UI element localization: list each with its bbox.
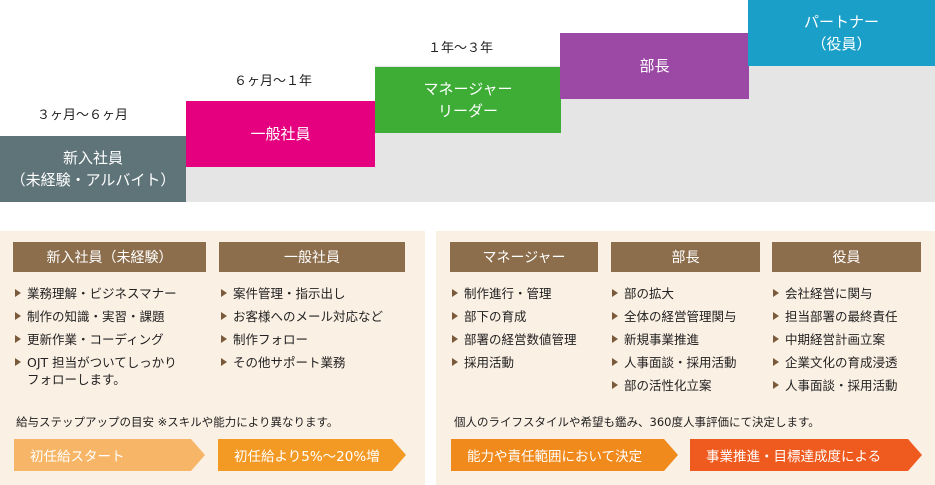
step-new-employee: 新入社員 （未経験・アルバイト） [0, 136, 186, 202]
list-item: OJT 担当がついてしっかり フォローします。 [13, 354, 213, 388]
salary-note-left: 給与ステップアップの目安 ※スキルや能力により異なります。 [16, 415, 339, 429]
column-title-executive: 役員 [772, 242, 921, 272]
salary-arrow-increase: 初任給より5%〜20%増 [218, 439, 406, 471]
column-title-new-employee: 新入社員（未経験） [13, 242, 206, 272]
period-label-1: ３ヶ月〜６ヶ月 [37, 108, 129, 123]
column-title-general-employee: 一般社員 [219, 242, 405, 272]
list-item: 部下の育成 [450, 308, 610, 325]
step-manager-leader: マネージャー リーダー [375, 67, 561, 133]
salary-arrow-starting: 初任給スタート [14, 439, 205, 471]
list-general-employee: 案件管理・指示出し お客様へのメール対応など 制作フォロー その他サポート業務 [219, 285, 419, 377]
salary-arrow-achievement: 事業推進・目標達成度による [690, 439, 922, 471]
list-item: その他サポート業務 [219, 354, 419, 371]
list-item: 制作の知識・実習・課題 [13, 308, 213, 325]
list-item: 企業文化の育成浸透 [771, 354, 933, 371]
list-manager: 制作進行・管理 部下の育成 部署の経営数値管理 採用活動 [450, 285, 610, 377]
column-title-manager: マネージャー [450, 242, 598, 272]
list-item: 会社経営に関与 [771, 285, 933, 302]
list-item: 制作進行・管理 [450, 285, 610, 302]
salary-note-right: 個人のライフスタイルや希望も鑑み、360度人事評価にて決定します。 [454, 415, 820, 429]
step-partner: パートナー （役員） [748, 0, 935, 66]
list-item: 部署の経営数値管理 [450, 331, 610, 348]
step-general-employee: 一般社員 [186, 101, 375, 167]
list-executive: 会社経営に関与 担当部署の最終責任 中期経営計画立案 企業文化の育成浸透 人事面… [771, 285, 933, 400]
list-item: 中期経営計画立案 [771, 331, 933, 348]
list-item: お客様へのメール対応など [219, 308, 419, 325]
list-item: 制作フォロー [219, 331, 419, 348]
list-item: 新規事業推進 [610, 331, 770, 348]
salary-arrow-ability: 能力や責任範囲において決定 [451, 439, 678, 471]
list-item: 人事面談・採用活動 [610, 354, 770, 371]
list-item: 案件管理・指示出し [219, 285, 419, 302]
period-label-3: １年〜３年 [428, 41, 494, 56]
list-item: 人事面談・採用活動 [771, 377, 933, 394]
list-item: 部の活性化立案 [610, 377, 770, 394]
list-item: 部の拡大 [610, 285, 770, 302]
period-label-2: ６ヶ月〜１年 [234, 74, 313, 89]
list-item: 担当部署の最終責任 [771, 308, 933, 325]
list-item: 業務理解・ビジネスマナー [13, 285, 213, 302]
list-item: 採用活動 [450, 354, 610, 371]
step-department-head: 部長 [560, 33, 749, 99]
column-title-department-head: 部長 [611, 242, 760, 272]
list-item: 全体の経営管理関与 [610, 308, 770, 325]
list-new-employee: 業務理解・ビジネスマナー 制作の知識・実習・課題 更新作業・コーディング OJT… [13, 285, 213, 394]
list-item: 更新作業・コーディング [13, 331, 213, 348]
list-department-head: 部の拡大 全体の経営管理関与 新規事業推進 人事面談・採用活動 部の活性化立案 [610, 285, 770, 400]
